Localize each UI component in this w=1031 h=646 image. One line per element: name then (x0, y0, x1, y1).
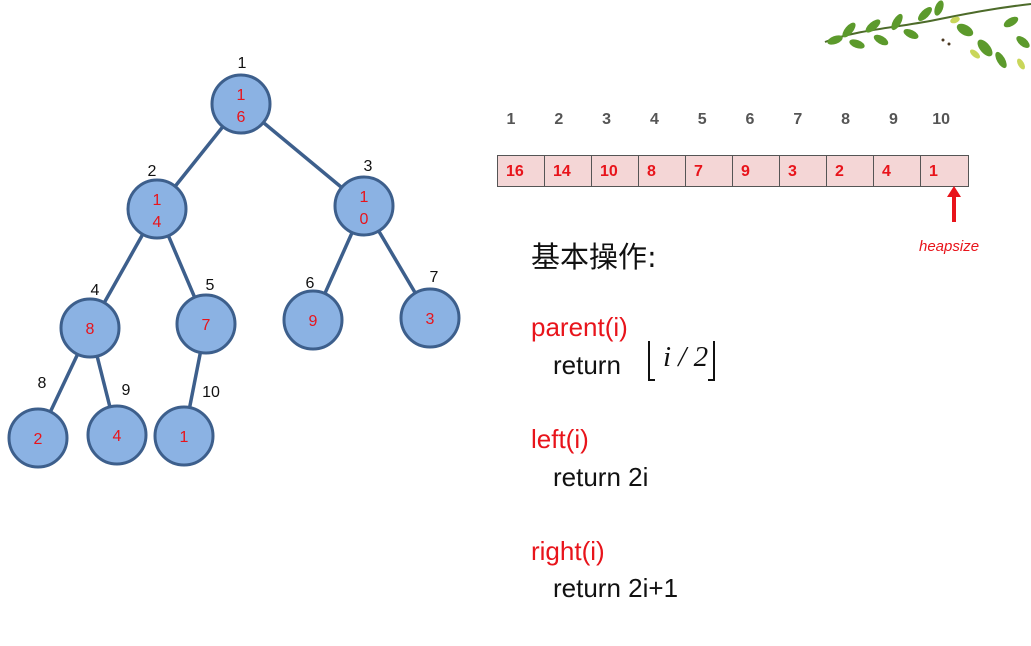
tree-node-index: 3 (364, 158, 373, 175)
tree-node-index: 6 (306, 275, 315, 292)
array-index-label: 1 (506, 111, 516, 128)
floor-left-bracket (648, 341, 655, 381)
array-cell: 9 (733, 156, 780, 186)
tree-node (59, 297, 121, 359)
array-cell: 16 (498, 156, 545, 186)
floor-expression-text: i / 2 (663, 341, 709, 373)
tree-node-index: 5 (206, 277, 215, 294)
array-cell: 10 (592, 156, 639, 186)
array-cell: 14 (545, 156, 592, 186)
tree-edge (187, 352, 203, 408)
array-index-label: 8 (841, 111, 851, 128)
tree-node-value: 7 (202, 317, 211, 334)
array-cell: 8 (639, 156, 686, 186)
tree-edge (262, 121, 343, 189)
tree-edge (377, 230, 417, 294)
operations-title: 基本操作: (531, 240, 657, 274)
tree-node (153, 405, 215, 467)
tree-edge (48, 353, 80, 413)
floor-right-bracket (708, 341, 716, 381)
tree-node-value: 1 (180, 429, 189, 446)
array-index-label: 4 (649, 111, 659, 128)
tree-node (399, 287, 461, 349)
tree-node-index: 1 (238, 55, 247, 72)
floor-expression: i / 2 (648, 341, 716, 381)
tree-node (7, 407, 69, 469)
tree-node-value: 2 (34, 431, 43, 448)
tree-node (86, 404, 148, 466)
left-return-statement: return 2i (553, 462, 649, 492)
tree-node-value: 9 (309, 313, 318, 330)
array-index-label: 2 (554, 111, 564, 128)
tree-node (333, 175, 395, 237)
tree-node-index: 2 (148, 163, 157, 180)
tree-node (126, 178, 188, 240)
array-cell: 2 (827, 156, 874, 186)
array-index-label: 6 (745, 111, 755, 128)
tree-node-index: 7 (430, 269, 439, 286)
tree-edge (102, 233, 145, 304)
tree-node (210, 73, 272, 135)
left-function-name: left(i) (531, 424, 589, 454)
tree-edge (166, 234, 197, 299)
array-index-label: 10 (932, 111, 951, 128)
tree-node-index: 4 (91, 282, 100, 299)
right-function-name: right(i) (531, 536, 605, 566)
array-index-label: 7 (793, 111, 803, 128)
array-cell: 4 (874, 156, 921, 186)
tree-edge (323, 231, 354, 295)
array-cell: 7 (686, 156, 733, 186)
tree-node-index: 10 (202, 384, 220, 401)
array-index-label: 5 (697, 111, 707, 128)
tree-edge (95, 355, 112, 408)
tree-node (175, 293, 237, 355)
tree-node-index: 9 (122, 382, 131, 399)
heapsize-label: heapsize (919, 238, 980, 255)
decorative-leaves-image (824, 0, 1031, 70)
array-index-label: 9 (888, 111, 898, 128)
tree-edge (173, 125, 225, 188)
tree-node-value: 8 (86, 321, 95, 338)
tree-node-value: 3 (426, 311, 435, 328)
array-index-label: 3 (602, 111, 612, 128)
array-index-row: 1 2 3 4 5 6 7 8 9 10 (487, 111, 967, 133)
parent-function-name: parent(i) (531, 312, 628, 342)
right-return-statement: return 2i+1 (553, 573, 679, 603)
tree-node-index: 8 (38, 375, 47, 392)
heapsize-arrow-icon (947, 186, 961, 222)
tree-node (282, 289, 344, 351)
parent-return-keyword: return (553, 350, 621, 380)
tree-node-value: 4 (113, 428, 122, 445)
array-cell: 1 (921, 156, 968, 186)
array-cell: 3 (780, 156, 827, 186)
